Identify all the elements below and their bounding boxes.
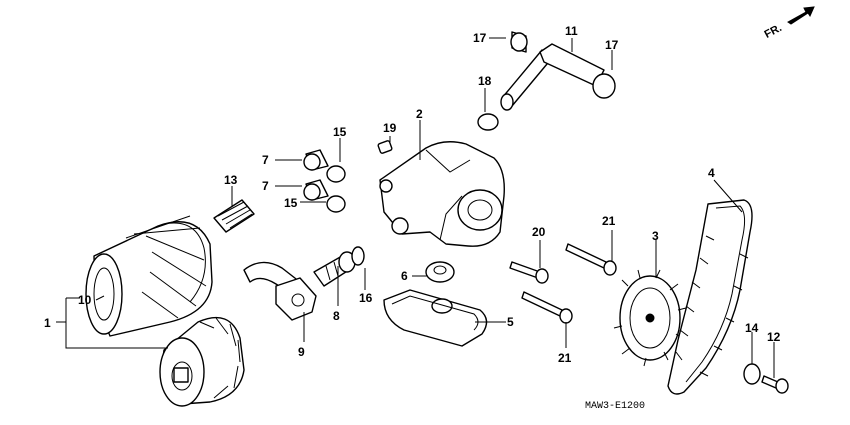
callout-7b: 7 bbox=[262, 179, 269, 193]
callout-13: 13 bbox=[224, 173, 238, 187]
diagram-code: MAW3-E1200 bbox=[585, 401, 645, 412]
callout-11: 11 bbox=[565, 24, 578, 38]
leader-lines bbox=[56, 37, 775, 378]
oil-pump-sprocket bbox=[613, 269, 687, 367]
callout-7a: 7 bbox=[262, 153, 269, 167]
washer-14 bbox=[743, 363, 761, 385]
callout-5: 5 bbox=[507, 315, 514, 329]
filter-threaded-bolt bbox=[213, 199, 255, 233]
callout-8: 8 bbox=[333, 309, 340, 323]
callout-1: 1 bbox=[44, 316, 51, 330]
callout-21a: 21 bbox=[602, 214, 616, 228]
oil-relief-valve bbox=[313, 251, 356, 287]
callout-21b: 21 bbox=[558, 351, 572, 365]
oil-filter-cartridge bbox=[159, 316, 245, 407]
fr-label: FR. bbox=[763, 22, 784, 41]
callout-14: 14 bbox=[745, 321, 759, 335]
bolt-12 bbox=[761, 375, 789, 394]
callout-4: 4 bbox=[708, 166, 715, 180]
oil-filter-element bbox=[85, 215, 213, 337]
callout-9: 9 bbox=[298, 345, 305, 359]
callout-19: 19 bbox=[383, 121, 397, 135]
callout-15b: 15 bbox=[284, 196, 298, 210]
callout-10: 10 bbox=[78, 293, 92, 307]
oil-strainer bbox=[383, 289, 488, 347]
callout-16: 16 bbox=[359, 291, 373, 305]
oil-pump-assembly bbox=[379, 141, 505, 247]
flange-bolts bbox=[509, 243, 617, 324]
drive-chain bbox=[667, 199, 753, 395]
front-direction-indicator: FR. bbox=[763, 6, 815, 41]
callout-18: 18 bbox=[478, 74, 492, 88]
callout-numbers: 17 11 17 18 2 19 15 7 7 15 13 4 3 21 20 … bbox=[44, 24, 781, 365]
oil-pipe-joint bbox=[477, 31, 616, 131]
dowel-collars bbox=[303, 149, 346, 213]
callout-12: 12 bbox=[767, 330, 781, 344]
oil-seal-6 bbox=[425, 261, 455, 283]
callout-2: 2 bbox=[416, 107, 423, 121]
callout-6: 6 bbox=[401, 269, 408, 283]
dowel-pin-19 bbox=[377, 140, 393, 154]
callout-17b: 17 bbox=[605, 38, 619, 52]
callout-17a: 17 bbox=[473, 31, 487, 45]
callout-3: 3 bbox=[652, 229, 659, 243]
fr-arrow-icon bbox=[787, 6, 815, 25]
o-ring-16 bbox=[351, 246, 365, 266]
callout-20: 20 bbox=[532, 225, 546, 239]
oil-pipe-elbow bbox=[243, 261, 317, 321]
callout-15a: 15 bbox=[333, 125, 347, 139]
